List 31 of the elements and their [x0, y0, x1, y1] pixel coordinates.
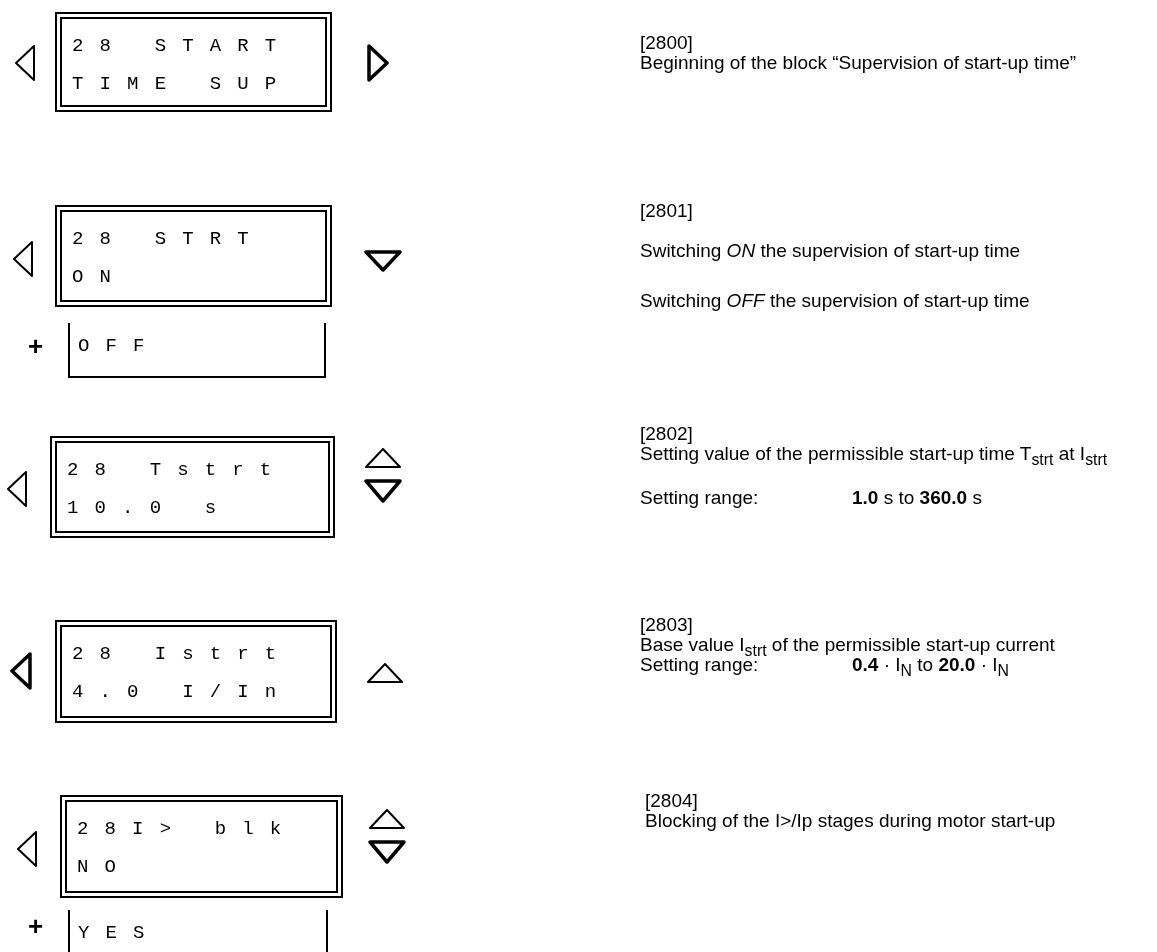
- plus-sign: +: [28, 335, 44, 357]
- description-text: Blocking of the I>/Ip stages during motor start-up: [645, 810, 1056, 832]
- parameter-number: [2802]: [640, 423, 693, 445]
- description-text: Beginning of the block “Supervision of start-up time”: [640, 52, 1077, 74]
- parameter-number: [2801]: [640, 200, 693, 222]
- lcd-display: [60, 795, 343, 898]
- display-text: 28 Tstrt: [67, 458, 288, 483]
- display-text: NO: [77, 855, 133, 880]
- display-text: 28 START: [72, 34, 293, 59]
- display-text: TIME SUP: [72, 72, 293, 97]
- display-text: 28 Istrt: [72, 642, 293, 667]
- parameter-number: [2804]: [645, 790, 698, 812]
- option-field: OFF: [68, 323, 326, 378]
- lcd-display: [55, 620, 337, 723]
- display-text: 28 STRT: [72, 227, 265, 252]
- description-text: Setting value of the permissible start-up time T$_{strt}$ at I$_{strt}$: [640, 443, 1108, 470]
- lcd-display: [50, 436, 335, 538]
- lcd-display: [55, 205, 332, 307]
- parameter-number: [2803]: [640, 614, 693, 636]
- lcd-display: [55, 12, 332, 112]
- range-value: 1.0 s to 360.0 s: [852, 487, 982, 509]
- display-text: 28I> blk: [77, 817, 298, 842]
- parameter-number: [2800]: [640, 32, 693, 54]
- description-text: Switching OFF the supervision of start-up time: [640, 290, 1030, 312]
- plus-sign: +: [28, 915, 44, 937]
- option-field: YES: [68, 910, 328, 952]
- range-label: Setting range:: [640, 487, 759, 509]
- display-text: 4.0 I/In: [72, 680, 293, 705]
- description-text: Switching ON the supervision of start-up time: [640, 240, 1021, 262]
- display-text: 10.0 s: [67, 496, 233, 521]
- display-text: ON: [72, 265, 128, 290]
